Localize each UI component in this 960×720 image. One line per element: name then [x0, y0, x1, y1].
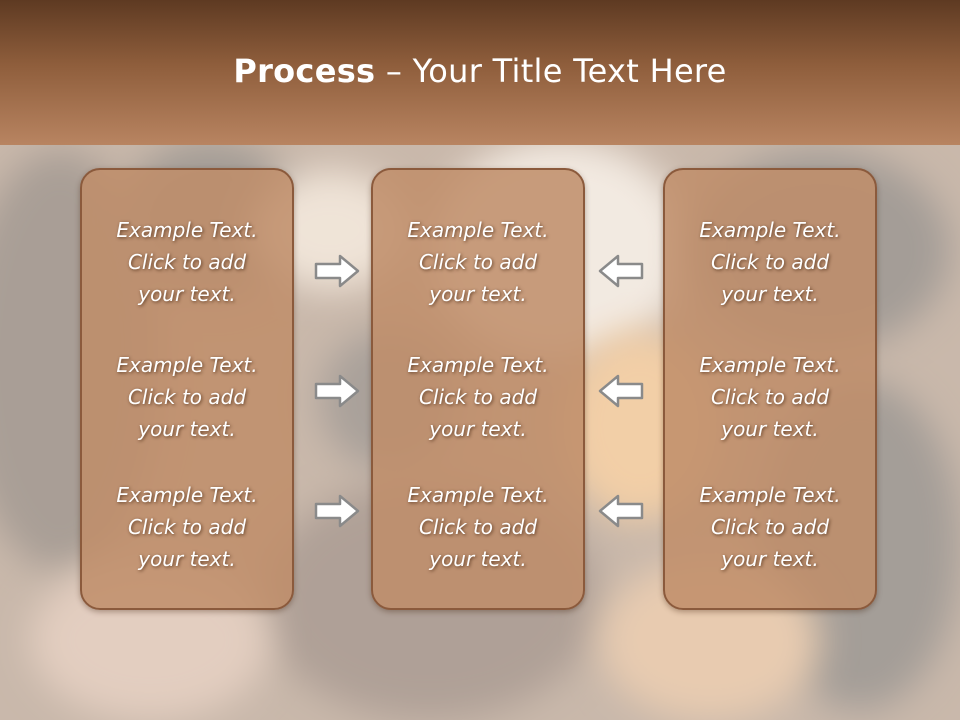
slide-title[interactable]: Process – Your Title Text Here	[0, 52, 960, 90]
text-block[interactable]: Example Text. Click to add your text.	[407, 483, 549, 571]
text-block[interactable]: Example Text. Click to add your text.	[116, 483, 258, 571]
text-block[interactable]: Example Text. Click to add your text.	[699, 483, 841, 571]
title-dash: –	[375, 52, 413, 90]
right-arrow-icon	[314, 374, 360, 408]
text-block[interactable]: Example Text. Click to add your text.	[407, 218, 549, 306]
left-arrow-icon	[598, 494, 644, 528]
right-arrow-icon	[314, 254, 360, 288]
title-text: Your Title Text Here	[412, 52, 727, 90]
text-block[interactable]: Example Text. Click to add your text.	[116, 218, 258, 306]
left-arrow-icon	[598, 374, 644, 408]
left-arrow-icon	[598, 254, 644, 288]
text-block[interactable]: Example Text. Click to add your text.	[116, 353, 258, 441]
text-block[interactable]: Example Text. Click to add your text.	[407, 353, 549, 441]
text-block[interactable]: Example Text. Click to add your text.	[699, 218, 841, 306]
process-box-right[interactable]: Example Text. Click to add your text. Ex…	[663, 168, 877, 610]
title-bold: Process	[233, 52, 376, 90]
text-block[interactable]: Example Text. Click to add your text.	[699, 353, 841, 441]
right-arrow-icon	[314, 494, 360, 528]
process-box-left[interactable]: Example Text. Click to add your text. Ex…	[80, 168, 294, 610]
title-bar: Process – Your Title Text Here	[0, 0, 960, 145]
process-box-center[interactable]: Example Text. Click to add your text. Ex…	[371, 168, 585, 610]
